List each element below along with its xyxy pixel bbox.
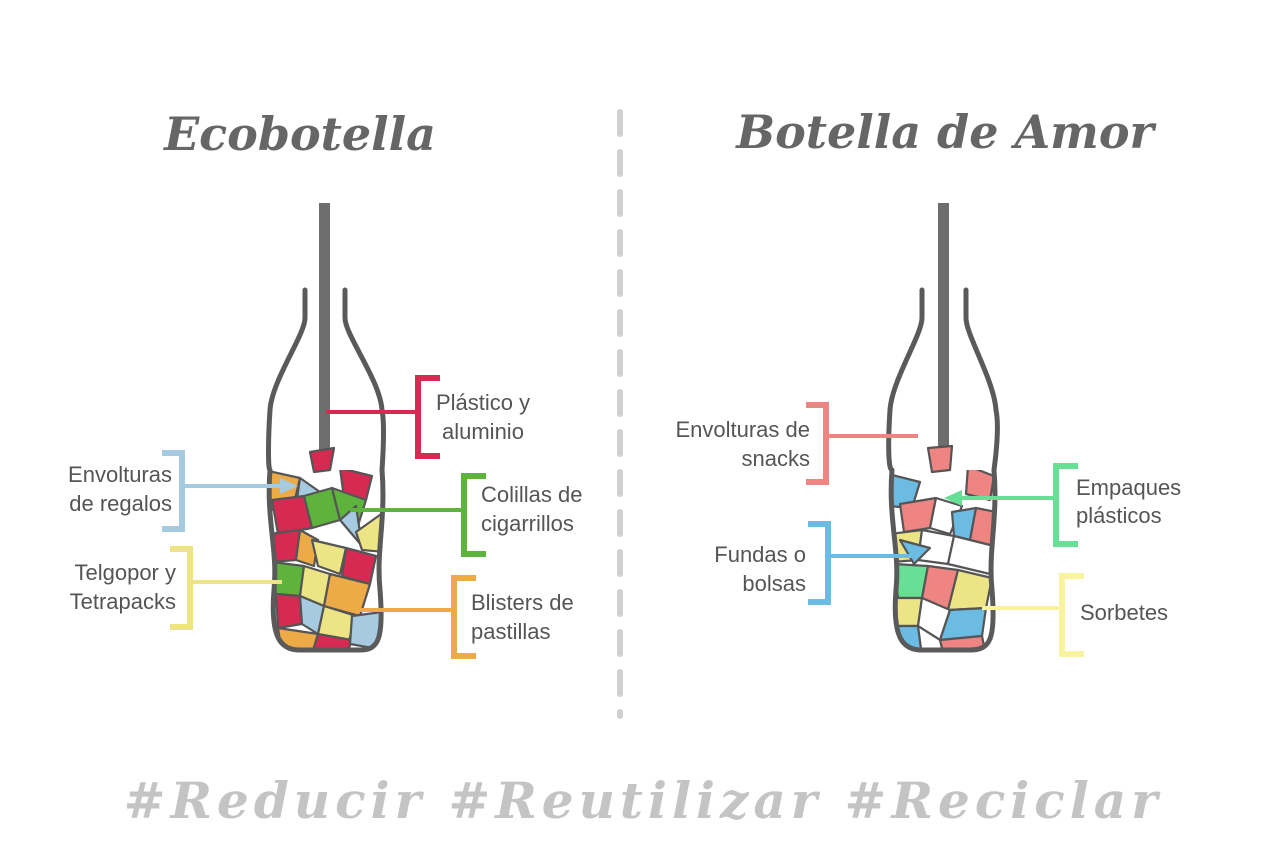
ecobottle-illustration — [266, 203, 386, 653]
label-cigarette-butts: Colillas de cigarrillos — [350, 473, 583, 557]
label-line: snacks — [742, 446, 810, 471]
arrow-head — [944, 490, 962, 506]
label-line: Colillas de — [481, 482, 583, 507]
bracket — [170, 546, 193, 630]
bracket — [1059, 573, 1084, 657]
love-stick — [938, 203, 949, 451]
label-bags: Fundas o bolsas — [714, 521, 912, 605]
fragment — [938, 634, 988, 650]
label-line: Envolturas de — [675, 417, 810, 442]
label-line: Blisters de — [471, 590, 574, 615]
ecobottle-title: Ecobotella — [162, 107, 436, 161]
label-line: Tetrapacks — [70, 589, 176, 614]
label-snack-wrappers: Envolturas de snacks — [675, 402, 918, 485]
label-gift-wrap: Envolturas de regalos — [68, 450, 298, 532]
bracket — [415, 375, 440, 459]
bracket — [806, 402, 829, 485]
fragment — [926, 444, 954, 474]
fragment — [308, 446, 336, 474]
bracket — [162, 450, 185, 532]
label-line: plásticos — [1076, 503, 1162, 528]
label-straws: Sorbetes — [982, 573, 1168, 657]
label-styrofoam-tetrapacks: Telgopor y Tetrapacks — [70, 546, 282, 630]
fragment — [928, 496, 964, 536]
arrow-head — [280, 478, 298, 494]
label-line: aluminio — [442, 419, 524, 444]
label-blister-packs: Blisters de pastillas — [358, 575, 574, 659]
bracket — [1053, 463, 1078, 547]
fragment — [310, 538, 348, 576]
ecobottle-outline — [266, 287, 386, 653]
hashtags-footer: #Reducir #Reutilizar #Reciclar — [124, 771, 1163, 830]
love-bottle-title: Botella de Amor — [734, 105, 1157, 159]
fragment — [898, 538, 932, 566]
bracket — [461, 473, 486, 557]
label-line: Telgopor y — [74, 560, 176, 585]
bracket — [451, 575, 476, 659]
label-plastic-packaging: Empaques plásticos — [944, 463, 1181, 547]
label-line: Plástico y — [436, 390, 530, 415]
label-line: Fundas o — [714, 542, 806, 567]
label-line: Empaques — [1076, 475, 1181, 500]
bracket — [808, 521, 831, 605]
fragment — [310, 632, 354, 650]
label-line: bolsas — [742, 571, 806, 596]
love-bottle-illustration — [886, 203, 1000, 653]
eco-stick — [319, 203, 330, 455]
label-line: cigarrillos — [481, 511, 574, 536]
label-line: de regalos — [69, 491, 172, 516]
fragment — [274, 592, 304, 630]
ecobottle-fill — [269, 470, 383, 650]
label-line: Envolturas — [68, 462, 172, 487]
love-bottle-outline — [886, 287, 1000, 653]
label-plastic-aluminium: Plástico y aluminio — [326, 375, 530, 459]
label-line: Sorbetes — [1080, 600, 1168, 625]
label-line: pastillas — [471, 619, 550, 644]
